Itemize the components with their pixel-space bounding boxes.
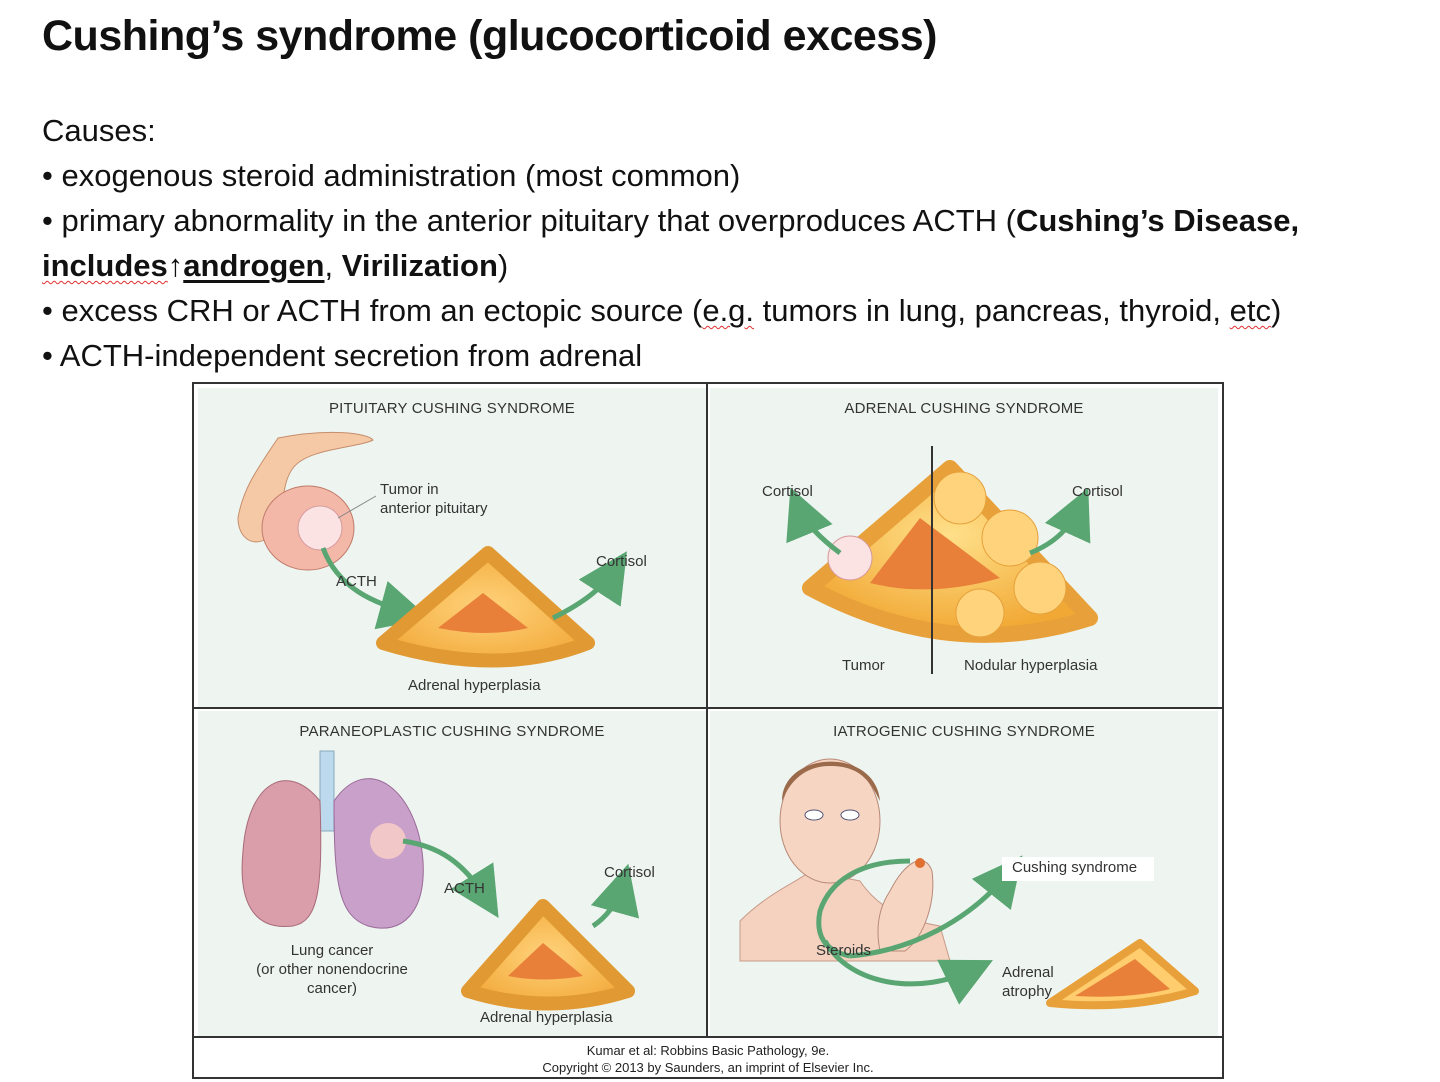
eg-word: e.g. — [702, 293, 755, 328]
copyright-line: Copyright © 2013 by Saunders, an imprint… — [542, 1060, 874, 1075]
virilization-word: Virilization — [341, 248, 498, 283]
pituitary-illustration — [237, 431, 627, 668]
panel-title: PARANEOPLASTIC CUSHING SYNDROME — [299, 723, 605, 740]
includes-word: includes — [42, 248, 168, 283]
causes-list: Causes: • exogenous steroid administrati… — [42, 108, 1432, 378]
credit-line: Kumar et al: Robbins Basic Pathology, 9e… — [586, 1043, 830, 1058]
nodular-label: Nodular hyperplasia — [964, 657, 1098, 674]
acth-label: ACTH — [444, 880, 485, 897]
credit-divider — [194, 1036, 1224, 1038]
up-arrow-icon: ↑ — [167, 248, 184, 283]
cause-text: primary abnormality in the anterior pitu… — [61, 203, 1016, 238]
panel-iatrogenic: IATROGENIC CUSHING SYNDROME Cushing synd… — [710, 711, 1218, 1036]
label-line: Tumor in — [380, 481, 439, 498]
close-paren: ) — [1270, 293, 1282, 328]
etc-word: etc — [1229, 293, 1271, 328]
panel-pituitary: PITUITARY CUSHING SYNDROME Tumor in anter… — [198, 388, 706, 707]
panel-paraneoplastic: PARANEOPLASTIC CUSHING SYNDROME ACTH Cor… — [198, 711, 706, 1036]
steroids-label: Steroids — [816, 942, 872, 959]
slide-title: Cushing’s syndrome (glucocorticoid exces… — [42, 12, 937, 60]
cause-item-adrenal: • ACTH-independent secretion from adrena… — [42, 338, 643, 373]
adrenal-atrophy-label: Adrenal atrophy — [1002, 963, 1054, 1001]
close-paren: ) — [497, 248, 509, 283]
adrenal-label: Adrenal hyperplasia — [480, 1009, 613, 1026]
cushing-figure: PITUITARY CUSHING SYNDROME Tumor in anter… — [192, 382, 1224, 1079]
cortisol-label: Cortisol — [596, 553, 647, 570]
horizontal-divider — [194, 707, 1224, 709]
cause-item-exogenous: • exogenous steroid administration (most… — [42, 158, 741, 193]
tumor-label: Tumor in anterior pituitary — [380, 480, 488, 518]
cushing-syndrome-label: Cushing syndrome — [1012, 859, 1138, 876]
panel-title: IATROGENIC CUSHING SYNDROME — [833, 723, 1095, 740]
label-line: (or other nonendocrine — [256, 961, 408, 978]
label-line: anterior pituitary — [380, 500, 488, 517]
cause-text: exogenous steroid administration (most c… — [61, 158, 741, 193]
tumor-label: Tumor — [842, 657, 885, 674]
cause-item-pituitary-cont: includes↑androgen, Virilization) — [42, 243, 1432, 288]
acth-label: ACTH — [336, 573, 377, 590]
cause-text: ACTH-independent secretion from adrenal — [59, 338, 643, 373]
androgen-word: androgen — [183, 248, 325, 283]
separator: , — [324, 248, 342, 283]
cushings-disease-bold: Cushing’s Disease, — [1015, 203, 1300, 238]
label-line: atrophy — [1002, 983, 1053, 1000]
cortisol-label: Cortisol — [604, 864, 655, 881]
cause-item-pituitary: • primary abnormality in the anterior pi… — [42, 203, 1300, 238]
cause-text-mid: tumors in lung, pancreas, thyroid, — [754, 293, 1230, 328]
panel-title: PITUITARY CUSHING SYNDROME — [328, 400, 576, 417]
adrenal-label: Adrenal hyperplasia — [408, 677, 541, 694]
causes-label: Causes: — [42, 113, 156, 148]
panel-adrenal: ADRENAL CUSHING SYNDROME Cortisol Cortis… — [710, 388, 1218, 707]
cortisol-left-label: Cortisol — [762, 483, 813, 500]
vertical-divider — [706, 384, 708, 1038]
label-line: Lung cancer — [290, 942, 374, 959]
adrenal-illustration — [786, 446, 1098, 674]
lung-cancer-label: Lung cancer (or other nonendocrine cancer) — [242, 941, 422, 998]
iatrogenic-illustration — [739, 758, 1199, 1010]
label-line: Adrenal — [1002, 964, 1054, 981]
cause-text: excess CRH or ACTH from an ectopic sourc… — [61, 293, 703, 328]
label-line: cancer) — [306, 980, 358, 997]
cause-item-ectopic: • excess CRH or ACTH from an ectopic sou… — [42, 293, 1282, 328]
cortisol-right-label: Cortisol — [1072, 483, 1123, 500]
figure-credit: Kumar et al: Robbins Basic Pathology, 9e… — [194, 1042, 1222, 1076]
panel-title: ADRENAL CUSHING SYNDROME — [844, 400, 1084, 417]
paraneoplastic-illustration — [241, 750, 640, 1011]
